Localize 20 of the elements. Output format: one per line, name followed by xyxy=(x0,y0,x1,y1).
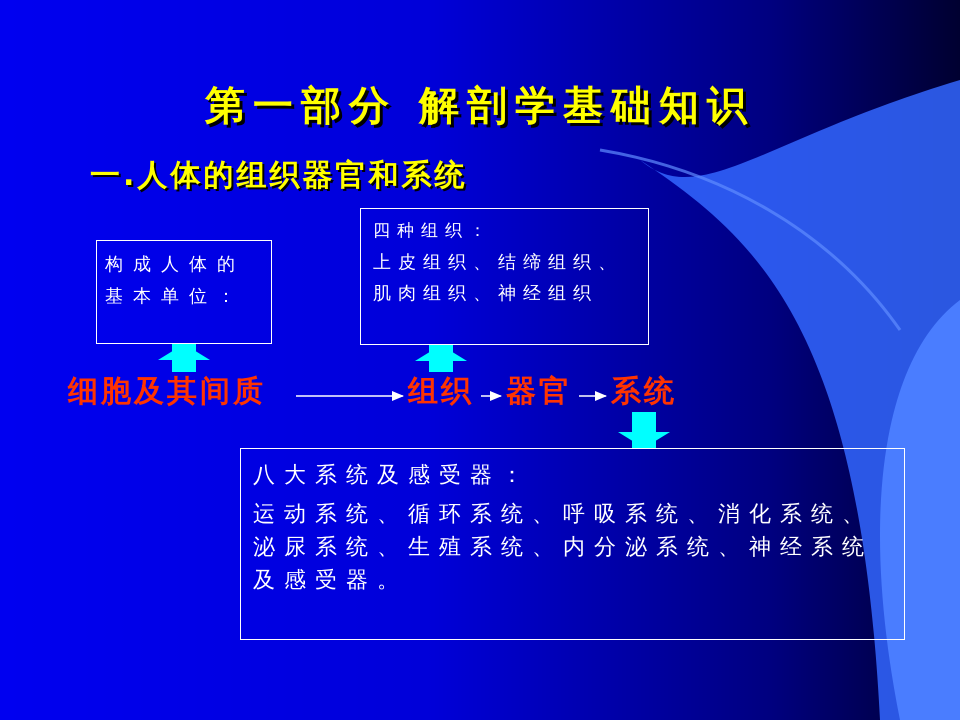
text-box xyxy=(96,240,272,344)
box-text: 构成人体的基本单位： xyxy=(105,253,246,310)
section-heading: 一.人体的组织器官和系统 xyxy=(90,157,468,195)
text-box xyxy=(360,208,649,345)
box-text: 运动系统、循环系统、呼吸系统、消化系统、泌尿系统、生殖系统、内分泌系统、神经系统及感受器。 xyxy=(253,501,874,595)
term-label: 器官 xyxy=(503,372,575,412)
block-arrow xyxy=(158,344,210,372)
box-heading: 八大系统及感受器： xyxy=(253,462,533,490)
arrow xyxy=(296,391,404,401)
text-box xyxy=(240,448,905,640)
arrow xyxy=(481,391,502,401)
slide-title: 第一部分 解剖学基础知识 xyxy=(204,82,756,131)
box-text: 上皮组织、结缔组织、肌肉组织、神经组织 xyxy=(373,250,624,306)
arrow xyxy=(579,391,607,401)
term-label: 组织 xyxy=(405,372,477,412)
term-label: 细胞及其间质 xyxy=(42,372,292,412)
box-heading: 四种组织： xyxy=(373,220,494,243)
block-arrow xyxy=(415,345,467,372)
block-arrow xyxy=(618,412,670,448)
term-label: 系统 xyxy=(608,372,680,412)
